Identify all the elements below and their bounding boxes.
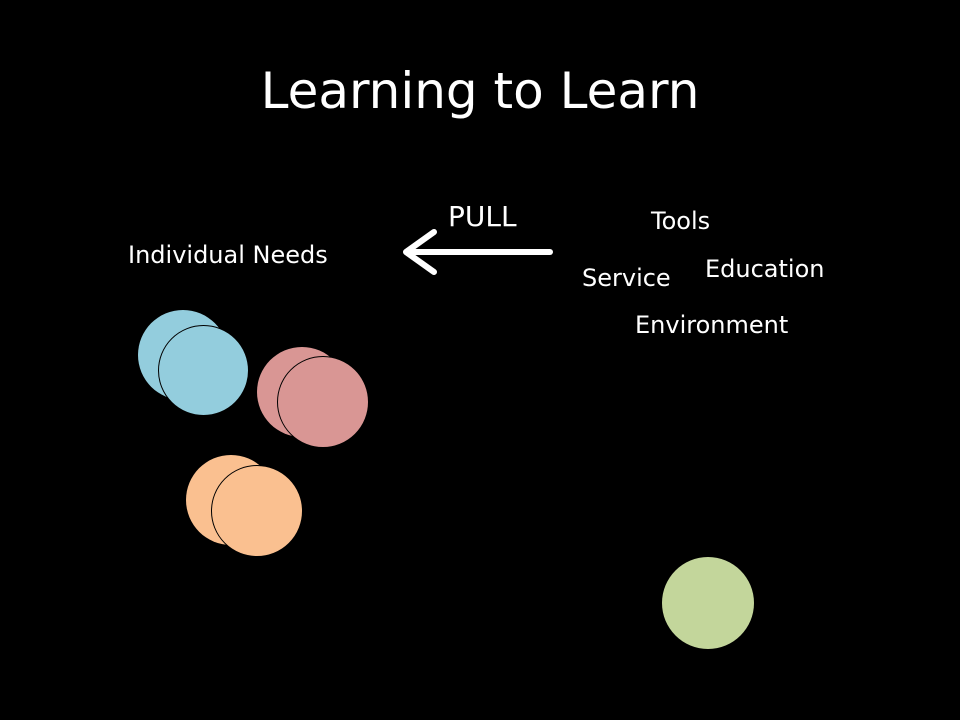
slide-title: Learning to Learn xyxy=(260,62,700,120)
environment-label: Environment xyxy=(635,311,789,339)
pink-circle-front xyxy=(277,356,369,448)
left-arrow-icon xyxy=(403,229,553,275)
education-label: Education xyxy=(705,255,825,283)
blue-circle-front xyxy=(158,325,249,416)
green-circle xyxy=(662,557,754,649)
orange-circle-front xyxy=(211,465,303,557)
individual-needs-label: Individual Needs xyxy=(128,241,328,269)
tools-label: Tools xyxy=(651,207,711,235)
service-label: Service xyxy=(582,264,671,292)
pull-label: PULL xyxy=(448,200,517,233)
